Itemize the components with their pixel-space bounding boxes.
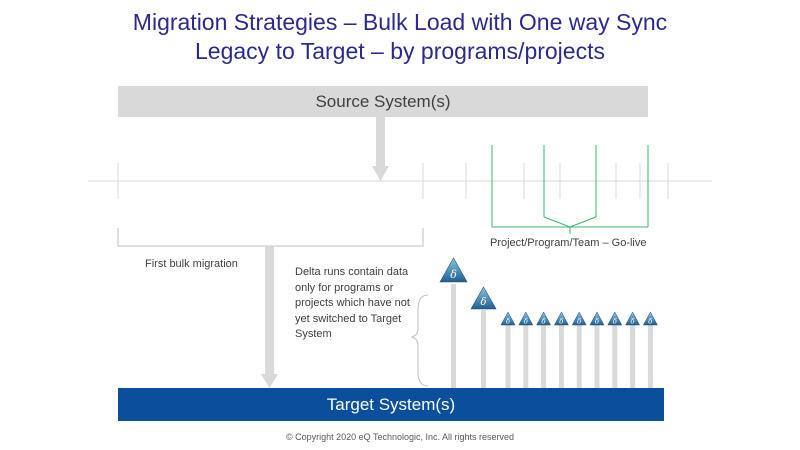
delta-symbol: δ [577, 318, 581, 326]
delta-symbol: δ [630, 318, 634, 326]
delta-stem [647, 325, 653, 388]
delta-icon [607, 311, 623, 326]
delta-stem [541, 325, 547, 388]
golive-bracket-inner [543, 216, 597, 228]
delta-note-label: Delta runs contain data only for program… [295, 266, 410, 340]
delta-symbol: δ [541, 318, 545, 326]
delta-stem [612, 325, 618, 388]
first-bulk-bracket [117, 228, 424, 247]
delta-icon [642, 311, 658, 326]
target-system-box: Target System(s) [118, 388, 664, 421]
delta-symbol: δ [480, 297, 486, 308]
delta-stem [558, 325, 564, 388]
source-system-box: Source System(s) [118, 86, 648, 117]
delta-icon [518, 311, 534, 326]
slide-title: Migration Strategies – Bulk Load with On… [0, 8, 800, 66]
delta-runs: δ δ δ δ δ δ δ δ δ δ δ [439, 257, 658, 388]
title-line-2: Legacy to Target – by programs/projects [195, 38, 605, 64]
delta-icon [500, 311, 516, 326]
delta-symbol: δ [559, 318, 563, 326]
delta-stem [505, 325, 511, 388]
golive-bracket [492, 226, 648, 234]
delta-icon [625, 311, 641, 326]
first-bulk-label: First bulk migration [145, 258, 238, 270]
delta-symbol: δ [524, 318, 528, 326]
delta-stem [594, 325, 600, 388]
source-down-arrow [372, 117, 389, 181]
title-line-1: Migration Strategies – Bulk Load with On… [132, 9, 668, 35]
delta-icon [536, 311, 552, 326]
delta-icon [571, 311, 587, 326]
bulk-migration-arrow [261, 246, 278, 388]
delta-stem [630, 325, 636, 388]
delta-symbol: δ [613, 318, 617, 326]
delta-symbol: δ [595, 318, 599, 326]
delta-icon: δ [439, 257, 468, 283]
delta-brace [410, 294, 429, 387]
delta-icon [589, 311, 605, 326]
delta-stem [481, 310, 486, 388]
delta-icon: δ [470, 286, 497, 310]
golive-label: Project/Program/Team – Go-live [490, 237, 647, 249]
golive-markers [491, 145, 649, 234]
delta-symbol: δ [450, 268, 457, 281]
copyright-text: © Copyright 2020 eQ Technologic, Inc. Al… [285, 432, 515, 442]
delta-symbol: δ [648, 318, 652, 326]
delta-stem [523, 325, 529, 388]
delta-icon [553, 311, 569, 326]
delta-stem [451, 284, 456, 388]
delta-stem [576, 325, 582, 388]
delta-symbol: δ [506, 318, 510, 326]
